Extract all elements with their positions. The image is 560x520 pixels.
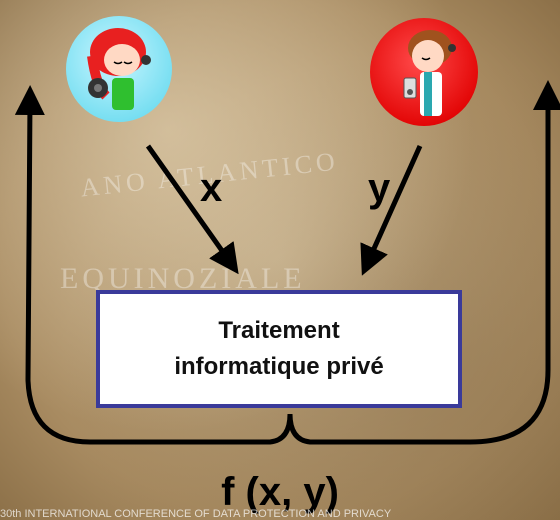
private-computation-box: Traitement informatique privé <box>96 290 462 408</box>
map-text-equinox: EQUINOZIALE <box>60 262 306 295</box>
footer-text: 30th INTERNATIONAL CONFERENCE OF DATA PR… <box>0 508 392 520</box>
input-x-label: x <box>200 166 223 210</box>
boy-with-music-player-icon <box>403 30 456 116</box>
right-participant <box>370 18 478 126</box>
process-label: Traitement informatique privé <box>174 317 384 380</box>
arrow-output-right <box>287 80 560 445</box>
arrow-x-input <box>145 144 239 275</box>
arrow-y-input <box>360 144 423 276</box>
left-participant <box>66 16 172 122</box>
input-y-label: y <box>368 166 391 210</box>
arrow-output-left <box>14 85 293 445</box>
output-function-label: f (x, y) <box>221 470 339 514</box>
girl-with-headphones-icon <box>87 28 151 110</box>
